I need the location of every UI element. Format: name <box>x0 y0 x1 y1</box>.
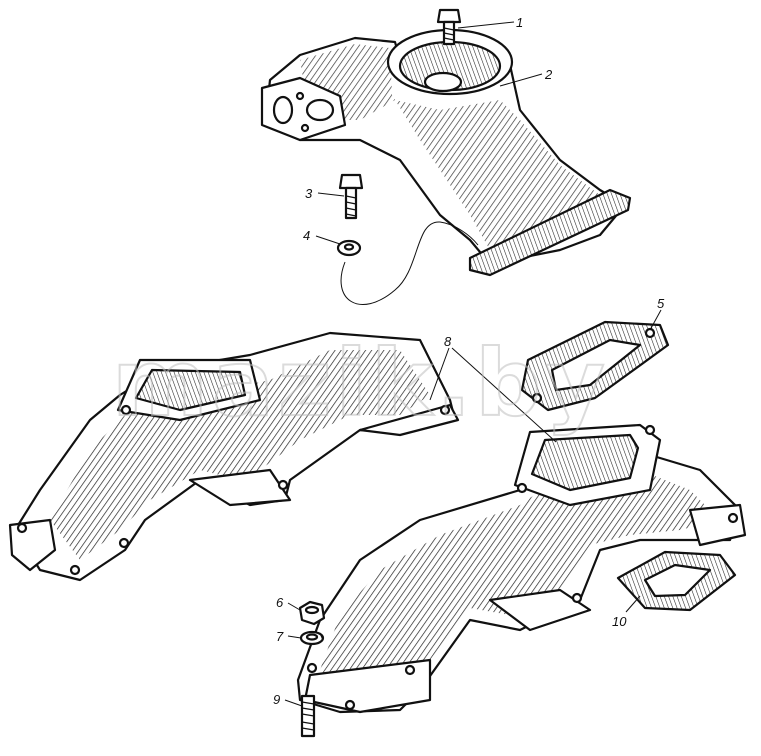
callout-10: 10 <box>612 614 627 629</box>
callout-7: 7 <box>276 629 284 644</box>
spring-washer-part-7 <box>299 630 325 646</box>
gasket-part-10 <box>616 550 737 612</box>
callout-3: 3 <box>305 186 313 201</box>
callout-6: 6 <box>276 595 284 610</box>
leader-9 <box>284 699 303 707</box>
leader-2 <box>499 73 543 87</box>
leader-3 <box>317 192 345 197</box>
leader-8a <box>429 347 450 401</box>
callout-5: 5 <box>657 296 665 311</box>
callout-9: 9 <box>273 692 280 707</box>
leader-4 <box>315 235 341 245</box>
assembly-leader-line <box>340 221 479 306</box>
leader-8b <box>451 347 557 443</box>
stud-part-9 <box>300 694 316 738</box>
manifold-front <box>296 423 747 714</box>
leader-7 <box>287 635 302 639</box>
nut-part-6 <box>298 600 326 626</box>
bolt-part-1 <box>436 8 462 46</box>
leader-1 <box>457 21 515 29</box>
leader-10 <box>625 595 641 613</box>
callout-1: 1 <box>516 15 523 30</box>
watermark-text: mazik.by <box>112 330 609 437</box>
washer-part-4 <box>336 239 362 257</box>
bolt-part-3 <box>338 173 364 220</box>
gasket-part-5 <box>520 320 670 412</box>
callout-2: 2 <box>544 67 553 82</box>
leader-6 <box>287 602 301 611</box>
callout-4: 4 <box>303 228 310 243</box>
leader-5 <box>649 309 662 331</box>
exhaust-elbow-part-2 <box>260 28 632 277</box>
callout-8: 8 <box>444 334 452 349</box>
manifold-rear <box>8 331 460 582</box>
